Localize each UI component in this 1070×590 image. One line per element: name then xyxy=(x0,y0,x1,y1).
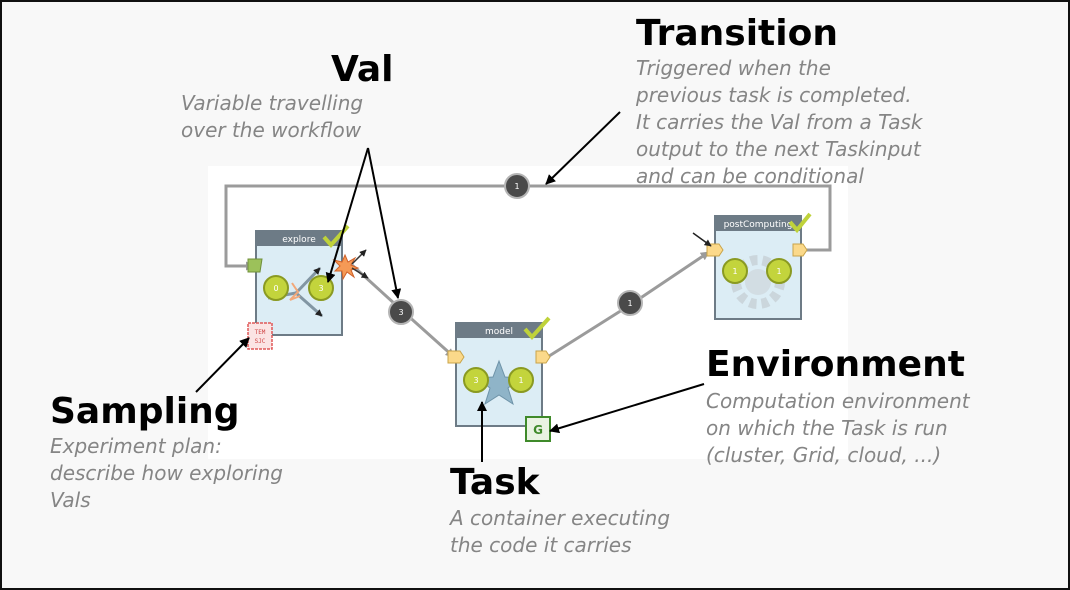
val-postcomputing-output-1: 1 xyxy=(766,258,792,284)
task-model-title: model xyxy=(485,327,513,337)
val-postcomputing-input-1: 1 xyxy=(722,258,748,284)
svg-text:0: 0 xyxy=(273,284,278,293)
input-port-icon xyxy=(447,350,465,364)
svg-text:1: 1 xyxy=(776,267,781,276)
task-explore-title: explore xyxy=(282,235,316,245)
transition-badge-1-model[interactable]: 1 xyxy=(617,290,643,316)
task-postcomputing-header xyxy=(715,216,801,231)
input-port-icon xyxy=(706,243,724,257)
svg-text:1: 1 xyxy=(627,299,632,308)
transition-badge-3[interactable]: 3 xyxy=(388,299,414,325)
environment-icon[interactable]: G xyxy=(525,416,551,442)
svg-text:TEM: TEM xyxy=(255,329,266,336)
transition-badge-1-loop[interactable]: 1 xyxy=(504,173,530,199)
task-postcomputing[interactable]: postComputing 1 1 xyxy=(692,212,812,320)
svg-text:1: 1 xyxy=(514,182,519,191)
val-model-input-3: 3 xyxy=(463,367,489,393)
output-port-icon xyxy=(535,350,551,364)
output-port-icon xyxy=(792,243,808,257)
output-port-star-icon xyxy=(332,249,369,281)
task-description: A container executing the code it carrie… xyxy=(450,506,671,557)
val-title: Val xyxy=(331,49,394,90)
task-model-header xyxy=(456,323,542,338)
environment-title: Environment xyxy=(706,344,965,385)
svg-text:3: 3 xyxy=(398,308,403,317)
svg-text:G: G xyxy=(533,423,543,437)
val-model-output-1: 1 xyxy=(508,367,534,393)
val-explore-input-0: 0 xyxy=(263,275,289,301)
task-explore-header xyxy=(256,231,342,246)
svg-text:SJC: SJC xyxy=(255,338,266,345)
environment-description: Computation environment on which the Tas… xyxy=(706,389,970,467)
task-model[interactable]: model 3 1 xyxy=(447,316,551,427)
check-mark-icon xyxy=(523,316,551,341)
svg-text:1: 1 xyxy=(518,376,523,385)
transition-description: Triggered when the previous task is comp… xyxy=(636,56,923,188)
sampling-annotation-arrow xyxy=(195,337,250,393)
input-port-icon xyxy=(247,258,263,273)
task-explore[interactable]: explore 0 3 xyxy=(247,224,369,336)
val-annotation-arrows xyxy=(325,147,402,299)
sampling-title: Sampling xyxy=(50,391,240,432)
task-postcomputing-title: postComputing xyxy=(724,220,793,230)
check-mark-icon xyxy=(788,212,812,234)
val-description: Variable travelling over the workflow xyxy=(181,91,364,142)
svg-text:3: 3 xyxy=(318,284,323,293)
sampling-icon[interactable]: TEM SJC xyxy=(247,322,273,350)
transition-annotation-arrow xyxy=(545,111,621,185)
transition-title: Transition xyxy=(636,13,838,54)
task-title: Task xyxy=(450,462,540,503)
sampling-description: Experiment plan: describe how exploring … xyxy=(50,434,283,512)
environment-annotation-arrow xyxy=(549,383,705,434)
svg-text:1: 1 xyxy=(732,267,737,276)
svg-text:3: 3 xyxy=(473,376,478,385)
